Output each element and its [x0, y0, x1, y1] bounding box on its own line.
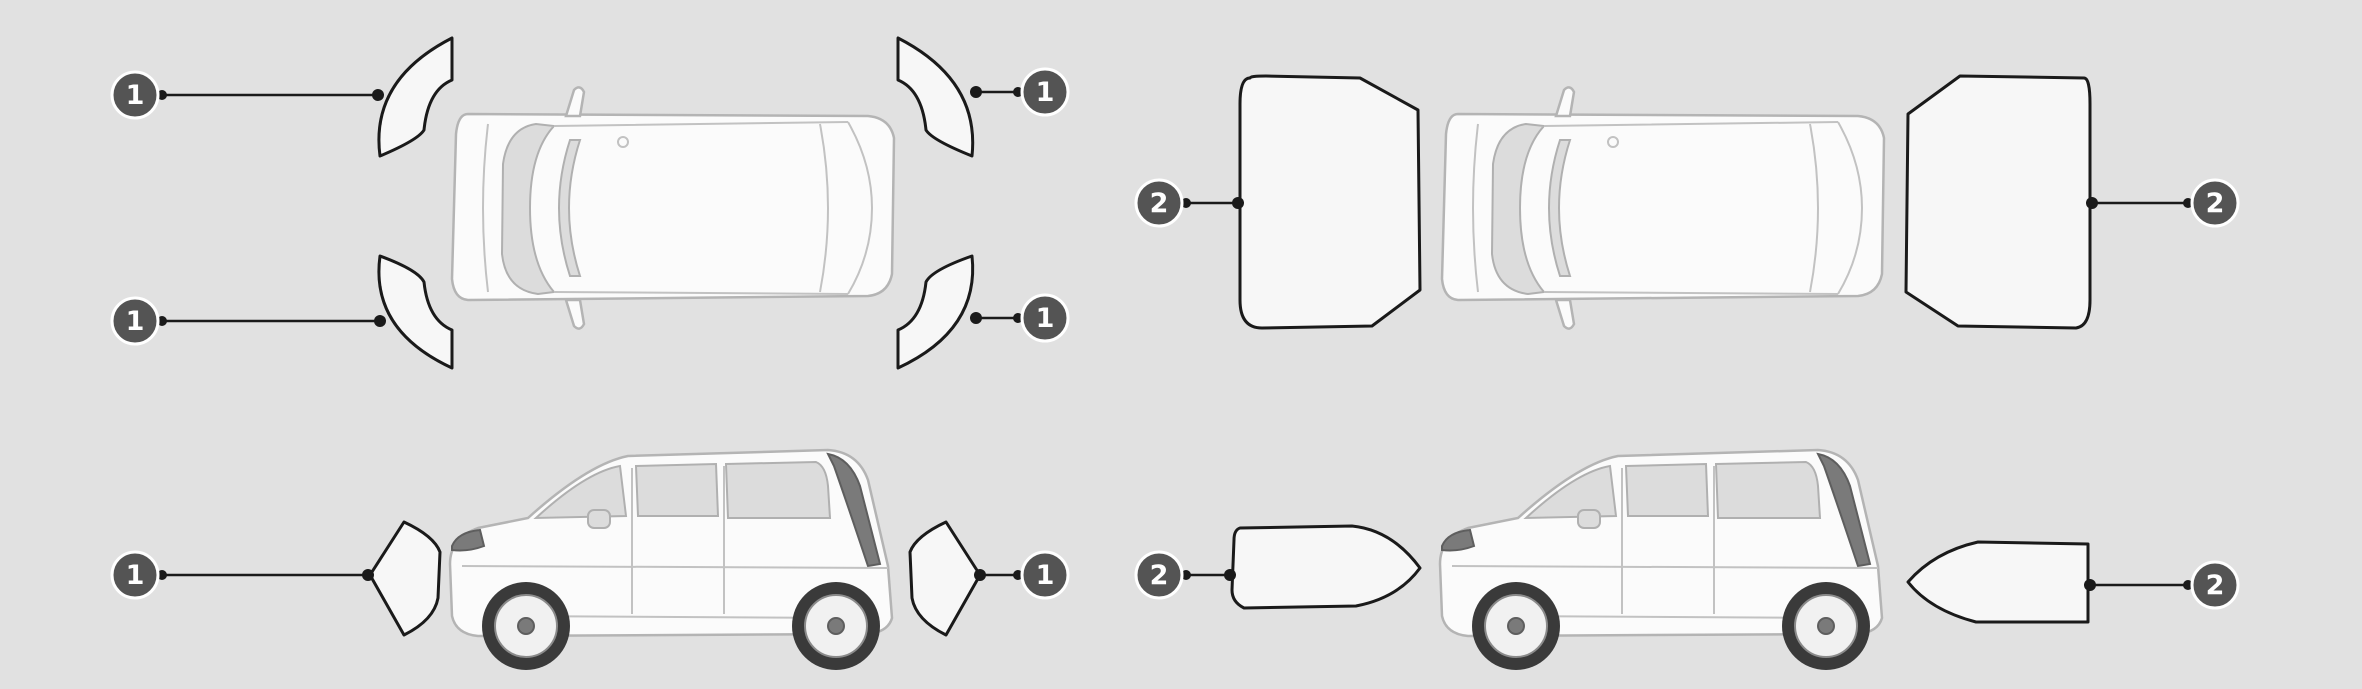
callout-label: 1	[1036, 560, 1055, 591]
callout-badge-2b: 2	[2190, 178, 2240, 228]
callout-badge-1d: 1	[1020, 293, 1070, 343]
leader-end-dots	[157, 86, 2193, 591]
callout-label: 1	[1036, 303, 1055, 334]
car-top-view-left	[450, 86, 896, 330]
car-top-view-right	[1440, 86, 1886, 330]
sensor-zone-rear-side	[908, 520, 982, 637]
callout-label: 1	[126, 80, 145, 111]
callout-badge-2a: 2	[1134, 178, 1184, 228]
sensor-zone-front-center-side	[1230, 524, 1422, 610]
sensor-zone-front-left-corner	[377, 36, 454, 158]
sensor-zone-rear-right-corner	[896, 254, 975, 370]
callout-label: 1	[1036, 77, 1055, 108]
sensor-zone-front-side	[368, 520, 442, 637]
car-side-view-left	[448, 448, 894, 672]
callout-label: 2	[2206, 188, 2225, 219]
callout-label: 2	[1150, 560, 1169, 591]
sensor-zone-front-right-corner	[377, 254, 454, 370]
car-side-view-right	[1438, 448, 1884, 672]
sensor-zone-front-center	[1238, 74, 1422, 330]
callout-badge-1a: 1	[110, 70, 160, 120]
sensor-zone-rear-left-corner	[896, 36, 975, 158]
callout-badge-1f: 1	[1020, 550, 1070, 600]
callout-badge-2d: 2	[2190, 560, 2240, 610]
leader-lines	[162, 90, 2188, 587]
sensor-zone-rear-center-side	[1906, 540, 2090, 624]
callout-badge-1e: 1	[110, 550, 160, 600]
callout-label: 2	[1150, 188, 1169, 219]
callout-label: 1	[126, 560, 145, 591]
callout-label: 1	[126, 306, 145, 337]
callout-label: 2	[2206, 570, 2225, 601]
callout-badge-1c: 1	[110, 296, 160, 346]
callout-badge-2c: 2	[1134, 550, 1184, 600]
callout-badge-1b: 1	[1020, 67, 1070, 117]
sensor-zone-rear-center	[1904, 74, 2092, 330]
